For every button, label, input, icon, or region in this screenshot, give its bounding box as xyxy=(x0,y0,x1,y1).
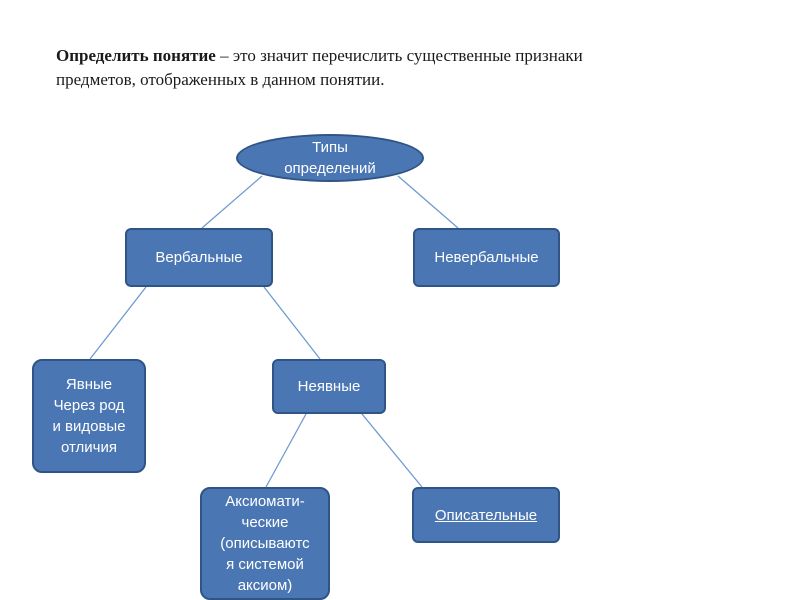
node-explicit: Явные Через род и видовые отличия xyxy=(32,359,146,473)
explicit-line1: Явные xyxy=(65,376,113,393)
explicit-line3: и видовые xyxy=(52,418,126,435)
root-line2: определений xyxy=(284,160,376,177)
connector-verbal-explicit xyxy=(89,286,147,360)
connector-verbal-implicit xyxy=(263,286,321,360)
definition-rest: – это значит перечислить существенные пр… xyxy=(215,46,583,65)
term-bold: Определить понятие xyxy=(56,46,216,65)
axiomatic-line5: аксиом) xyxy=(237,577,293,594)
connector-root-verbal xyxy=(201,175,263,229)
node-axiomatic: Аксиомати- ческие (описываютс я системой… xyxy=(200,487,330,600)
nonverbal-label: Невербальные xyxy=(434,249,539,266)
axiomatic-line2: ческие xyxy=(241,514,289,531)
node-nonverbal: Невербальные xyxy=(413,228,560,287)
descriptive-label: Описательные xyxy=(434,506,538,524)
node-descriptive: Описательные xyxy=(412,487,560,543)
root-line1: Типы xyxy=(312,139,348,156)
verbal-label: Вербальные xyxy=(155,249,243,266)
definition-text: Определить понятие – это значит перечисл… xyxy=(56,44,756,92)
explicit-line4: отличия xyxy=(60,439,117,456)
node-verbal: Вербальные xyxy=(125,228,273,287)
node-definition-types: Типы определений xyxy=(236,134,424,182)
node-implicit: Неявные xyxy=(272,359,386,414)
implicit-label: Неявные xyxy=(297,378,361,395)
explicit-line2: Через род xyxy=(53,397,125,414)
connector-implicit-descriptive xyxy=(361,413,423,488)
axiomatic-line1: Аксиомати- xyxy=(225,493,305,510)
axiomatic-line4: я системой xyxy=(226,556,304,573)
definition-line2: предметов, отображенных в данном понятии… xyxy=(56,70,385,89)
connector-root-nonverbal xyxy=(397,175,459,229)
axiomatic-line3: (описываютс xyxy=(220,535,310,552)
connector-implicit-axiomatic xyxy=(265,413,307,488)
